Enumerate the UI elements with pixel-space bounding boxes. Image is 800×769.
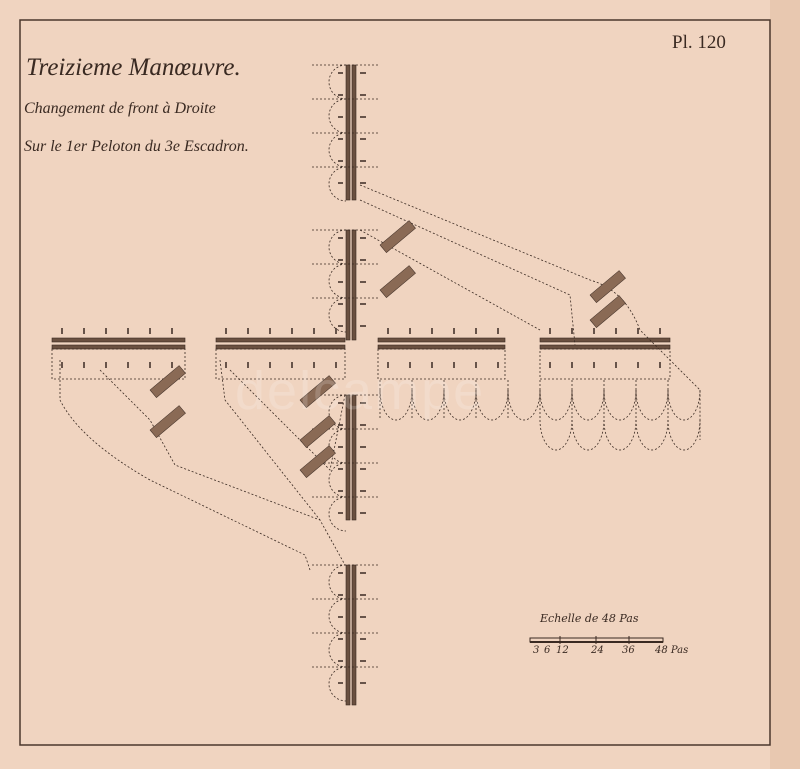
march-path bbox=[219, 359, 321, 521]
wheel-arc bbox=[328, 166, 347, 202]
horizontal-squadron-line bbox=[539, 344, 671, 350]
scale-tick: 48 Pas bbox=[655, 645, 689, 656]
vertical-squadron-line bbox=[345, 64, 351, 201]
plate-subtitle-1: Changement de front à Droite bbox=[24, 100, 216, 117]
intermediate-position bbox=[379, 265, 416, 299]
wheel-arc bbox=[603, 419, 637, 451]
horizontal-squadron-line bbox=[377, 344, 506, 350]
horizontal-squadron-line bbox=[377, 337, 506, 343]
guide-box bbox=[215, 348, 346, 380]
wheel-arc bbox=[475, 389, 509, 421]
wheel-arc bbox=[328, 462, 347, 498]
vertical-squadron-line bbox=[351, 229, 357, 341]
wheel-arc bbox=[667, 389, 701, 421]
plate-subtitle-2: Sur le 1er Peloton du 3e Escadron. bbox=[24, 138, 249, 155]
march-path bbox=[359, 199, 576, 346]
guide-box bbox=[377, 348, 506, 380]
wheel-arc bbox=[328, 263, 347, 299]
scale-title: Echelle de 48 Pas bbox=[540, 612, 639, 625]
wheel-arc bbox=[635, 389, 669, 421]
intermediate-position bbox=[589, 295, 626, 329]
intermediate-position bbox=[299, 375, 336, 409]
wheel-arc bbox=[328, 496, 347, 532]
maneuver-diagram bbox=[51, 64, 701, 706]
guide-box bbox=[51, 348, 186, 380]
vertical-squadron-line bbox=[351, 564, 357, 706]
wheel-arc bbox=[328, 428, 347, 464]
plate-title: Treizieme Manœuvre. bbox=[26, 54, 241, 81]
wheel-arc bbox=[328, 98, 347, 134]
vertical-squadron-line bbox=[351, 64, 357, 201]
scale-tick: 36 bbox=[622, 645, 635, 656]
wheel-arc bbox=[328, 564, 347, 600]
wheel-arc bbox=[379, 389, 413, 421]
intermediate-position bbox=[589, 270, 626, 304]
march-path bbox=[59, 360, 311, 571]
horizontal-squadron-line bbox=[539, 337, 671, 343]
wheel-arc bbox=[411, 389, 445, 421]
plate-border bbox=[19, 19, 771, 746]
intermediate-position bbox=[149, 365, 186, 399]
horizontal-squadron-line bbox=[51, 344, 186, 350]
intermediate-position bbox=[299, 415, 336, 449]
wheel-arc bbox=[328, 632, 347, 668]
wheel-arc bbox=[571, 419, 605, 451]
wheel-arc bbox=[328, 598, 347, 634]
vertical-squadron-line bbox=[345, 564, 351, 706]
wheel-arc bbox=[443, 389, 477, 421]
wheel-arc bbox=[571, 389, 605, 421]
watermark: delcampe bbox=[235, 361, 486, 421]
scale-tick: 24 bbox=[591, 645, 604, 656]
wheel-arc bbox=[603, 389, 637, 421]
scale-tick: 6 bbox=[544, 645, 551, 656]
march-path bbox=[229, 369, 346, 471]
wheel-arc bbox=[667, 419, 701, 451]
paper-shadow-right bbox=[770, 0, 800, 769]
guide-box bbox=[539, 348, 671, 380]
wheel-arc bbox=[539, 419, 573, 451]
wheel-arc bbox=[539, 389, 573, 421]
wheel-arc bbox=[328, 132, 347, 168]
horizontal-squadron-line bbox=[51, 337, 186, 343]
intermediate-position bbox=[149, 405, 186, 439]
wheel-arc bbox=[328, 229, 347, 265]
intermediate-position bbox=[379, 220, 416, 254]
horizontal-squadron-line bbox=[215, 344, 346, 350]
intermediate-position bbox=[299, 445, 336, 479]
scale-tick: 3 bbox=[533, 645, 540, 656]
wheel-arc bbox=[328, 64, 347, 100]
horizontal-squadron-line bbox=[215, 337, 346, 343]
wheel-arc bbox=[328, 666, 347, 702]
wheel-arc bbox=[328, 297, 347, 333]
scale-bar bbox=[529, 636, 664, 644]
vertical-squadron-line bbox=[345, 229, 351, 341]
plate-number: Pl. 120 bbox=[672, 32, 726, 53]
wheel-arc bbox=[507, 389, 541, 421]
scale-tick: 12 bbox=[556, 645, 569, 656]
wheel-arc bbox=[635, 419, 669, 451]
